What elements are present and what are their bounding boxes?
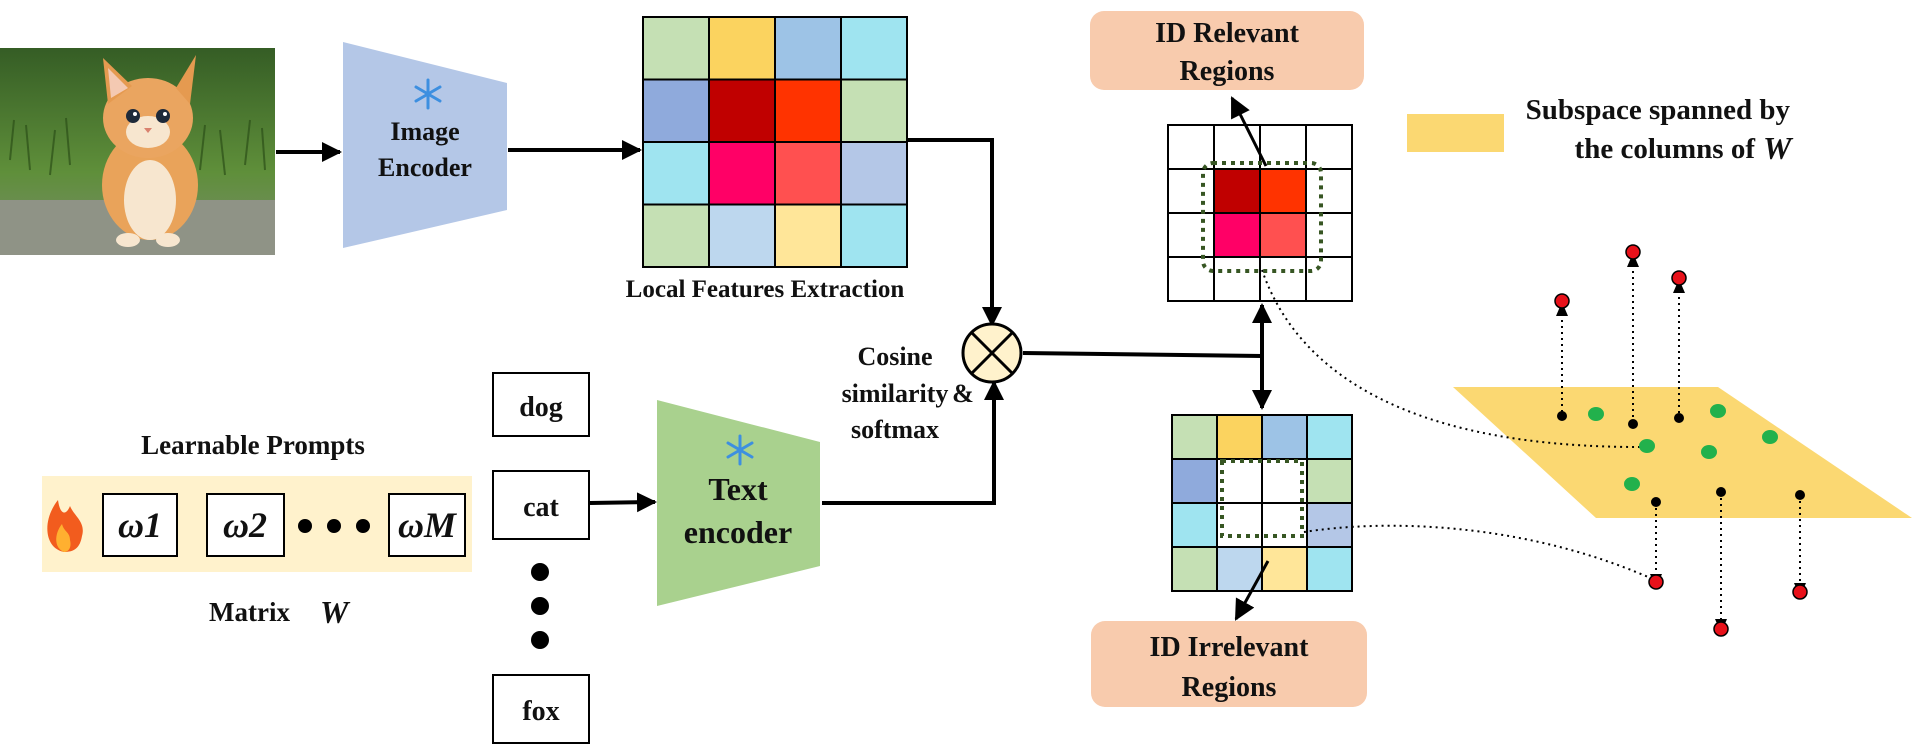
feature-grid-cell bbox=[642, 203, 710, 268]
prompt-token-M: ωM bbox=[398, 505, 458, 545]
relevant-grid-cell bbox=[1167, 256, 1215, 302]
irrelevant-grid-cell bbox=[1216, 414, 1263, 460]
feature-grid-cell bbox=[774, 78, 842, 143]
relevant-grid-cell bbox=[1259, 124, 1307, 170]
id-irrelevant-label-2: Regions bbox=[1182, 672, 1277, 703]
feature-grid-cell bbox=[708, 203, 776, 268]
irrelevant-grid-cell bbox=[1261, 502, 1308, 548]
feature-grid-cell bbox=[774, 203, 842, 268]
irrelevant-grid-cell bbox=[1306, 546, 1353, 592]
subspace-legend: Subspace spanned by the columns of W bbox=[1407, 94, 1794, 166]
image-encoder-label-2: Encoder bbox=[378, 153, 472, 182]
matrix-symbol: W bbox=[320, 594, 351, 630]
irrelevant-grid-cell bbox=[1306, 458, 1353, 504]
id-irrelevant-label-1: ID Irrelevant bbox=[1150, 632, 1310, 663]
feature-grid-cell bbox=[774, 16, 842, 81]
fire-icon bbox=[47, 500, 83, 552]
local-features-label: Local Features Extraction bbox=[626, 276, 905, 303]
image-encoder: Image Encoder bbox=[343, 42, 507, 248]
text-encoder: Text encoder bbox=[657, 400, 820, 606]
feature-grid-cell bbox=[840, 141, 908, 206]
irrelevant-grid-cell bbox=[1171, 458, 1218, 504]
feature-grid-cell bbox=[642, 141, 710, 206]
legend-line-1: Subspace spanned by bbox=[1526, 94, 1791, 126]
irrelevant-grid-cell bbox=[1171, 502, 1218, 548]
id-relevant-label-2: Regions bbox=[1180, 56, 1275, 87]
relevant-grid-cell bbox=[1259, 212, 1307, 258]
legend-symbol: W bbox=[1763, 130, 1794, 166]
id-relevant-grid bbox=[1167, 124, 1353, 302]
id-relevant-label-1: ID Relevant bbox=[1155, 18, 1300, 49]
class-list: dog cat fox bbox=[492, 372, 590, 744]
relevant-grid-cell bbox=[1213, 256, 1261, 302]
in-distribution-points bbox=[1588, 404, 1778, 491]
text-encoder-label-2: encoder bbox=[684, 514, 792, 550]
id-irrelevant-label-box: ID Irrelevant Regions bbox=[1091, 621, 1367, 707]
feature-grid-cell bbox=[840, 16, 908, 81]
feature-grid-cell bbox=[708, 16, 776, 81]
region-arrows bbox=[1230, 96, 1270, 621]
cosine-label-3: softmax bbox=[851, 415, 939, 444]
projection-base-points bbox=[1557, 411, 1805, 507]
relevant-grid-cell bbox=[1305, 256, 1353, 302]
irrelevant-grid-cell bbox=[1171, 546, 1218, 592]
irrelevant-grid-cell bbox=[1261, 414, 1308, 460]
text-encoder-label: Text bbox=[708, 471, 768, 507]
kitten-image bbox=[0, 48, 275, 255]
feature-grid-cell bbox=[708, 78, 776, 143]
relevant-grid-cell bbox=[1213, 124, 1261, 170]
feature-grid-cell bbox=[708, 141, 776, 206]
class-label-fox: fox bbox=[522, 696, 559, 727]
prompt-token-2: ω2 bbox=[223, 505, 267, 545]
prompt-matrix: ω1 ω2 ωM bbox=[42, 476, 472, 572]
feature-grid-cell bbox=[840, 203, 908, 268]
snowflake-icon bbox=[726, 434, 754, 466]
irrelevant-grid-cell bbox=[1306, 414, 1353, 460]
feature-grid-cell bbox=[642, 16, 710, 81]
id-relevant-label-box: ID Relevant Regions bbox=[1090, 11, 1364, 90]
image-encoder-label: Image bbox=[390, 117, 459, 146]
feature-grid-cell bbox=[642, 78, 710, 143]
relevant-grid-cell bbox=[1259, 256, 1307, 302]
cosine-label-amp: & bbox=[952, 379, 974, 408]
feature-grid-cell bbox=[840, 78, 908, 143]
irrelevant-grid-cell bbox=[1171, 414, 1218, 460]
relevant-grid-cell bbox=[1167, 212, 1215, 258]
irrelevant-grid-cell bbox=[1261, 546, 1308, 592]
snowflake-icon bbox=[414, 78, 442, 110]
relevant-grid-cell bbox=[1259, 168, 1307, 214]
prompt-token-1: ω1 bbox=[118, 505, 162, 545]
cosine-label-2: similarity bbox=[842, 379, 949, 408]
class-label-cat: cat bbox=[523, 492, 559, 523]
local-feature-grid bbox=[642, 16, 908, 268]
irrelevant-grid-cell bbox=[1216, 502, 1263, 548]
projection-dotted-links bbox=[1261, 253, 1801, 620]
irrelevant-region-outline bbox=[1220, 459, 1304, 538]
relevant-region-outline bbox=[1201, 161, 1323, 273]
relevant-grid-cell bbox=[1305, 212, 1353, 258]
learnable-prompts-title: Learnable Prompts bbox=[141, 430, 365, 460]
matrix-label: Matrix bbox=[209, 597, 290, 627]
relevant-grid-cell bbox=[1167, 124, 1215, 170]
flow-arrows bbox=[276, 138, 1272, 513]
feature-grid-cell bbox=[774, 141, 842, 206]
subspace-plane bbox=[1453, 387, 1912, 518]
class-label-dog: dog bbox=[519, 392, 563, 423]
irrelevant-grid-cell bbox=[1306, 502, 1353, 548]
relevant-grid-cell bbox=[1213, 212, 1261, 258]
relevant-grid-cell bbox=[1213, 168, 1261, 214]
cosine-similarity-node bbox=[961, 322, 1023, 384]
legend-line-2: the columns of bbox=[1575, 133, 1756, 165]
id-irrelevant-grid bbox=[1171, 414, 1353, 592]
relevant-grid-cell bbox=[1167, 168, 1215, 214]
relevant-grid-cell bbox=[1305, 168, 1353, 214]
out-of-distribution-points bbox=[1554, 244, 1808, 637]
cosine-label-1: Cosine bbox=[857, 342, 932, 371]
